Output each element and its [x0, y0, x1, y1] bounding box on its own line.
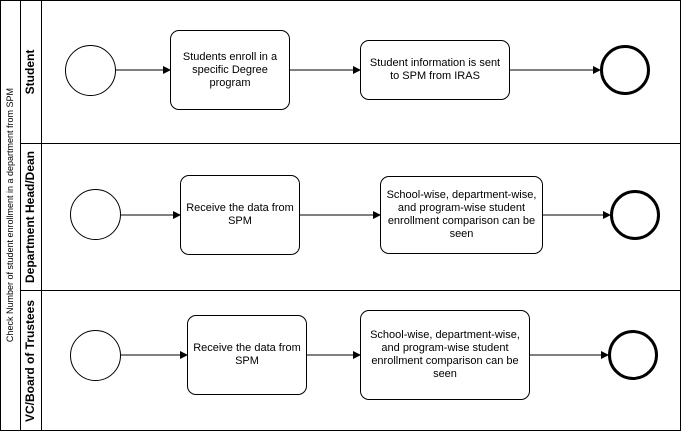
task-vc-comparison-label: School-wise, department-wise, and progra… [370, 329, 520, 380]
task-dean-comparison-label: School-wise, department-wise, and progra… [386, 189, 537, 240]
task-students-enroll[interactable]: Students enroll in a specific Degree pro… [170, 30, 290, 110]
pool-title: Check Number of student enrollment in a … [5, 87, 15, 343]
end-event-vc[interactable] [608, 330, 658, 380]
end-event-dean[interactable] [610, 190, 660, 240]
task-vc-comparison[interactable]: School-wise, department-wise, and progra… [360, 310, 530, 400]
task-dean-receive-data-label: Receive the data from SPM [186, 202, 294, 227]
task-student-info-sent[interactable]: Student information is sent to SPM from … [360, 40, 510, 100]
lane-header-department-head: Department Head/Dean [20, 144, 41, 290]
task-student-info-sent-label: Student information is sent to SPM from … [369, 57, 501, 82]
task-vc-receive-data[interactable]: Receive the data from SPM [187, 315, 307, 395]
lane-header-vc-board: VC/Board of Trustees [20, 291, 41, 431]
start-event-dean[interactable] [70, 189, 121, 240]
lane-header-student: Student [20, 0, 41, 143]
lane-title-student: Student [23, 49, 37, 94]
lane-title-vc-board: VC/Board of Trustees [23, 299, 37, 423]
lane-title-department-head: Department Head/Dean [23, 150, 37, 284]
task-vc-receive-data-label: Receive the data from SPM [193, 342, 301, 367]
task-dean-receive-data[interactable]: Receive the data from SPM [180, 175, 300, 255]
start-event-vc[interactable] [70, 330, 121, 381]
task-dean-comparison[interactable]: School-wise, department-wise, and progra… [380, 176, 543, 254]
start-event-student[interactable] [65, 45, 116, 96]
task-students-enroll-label: Students enroll in a specific Degree pro… [182, 50, 278, 89]
pool-header: Check Number of student enrollment in a … [0, 0, 20, 431]
end-event-student[interactable] [600, 45, 650, 95]
